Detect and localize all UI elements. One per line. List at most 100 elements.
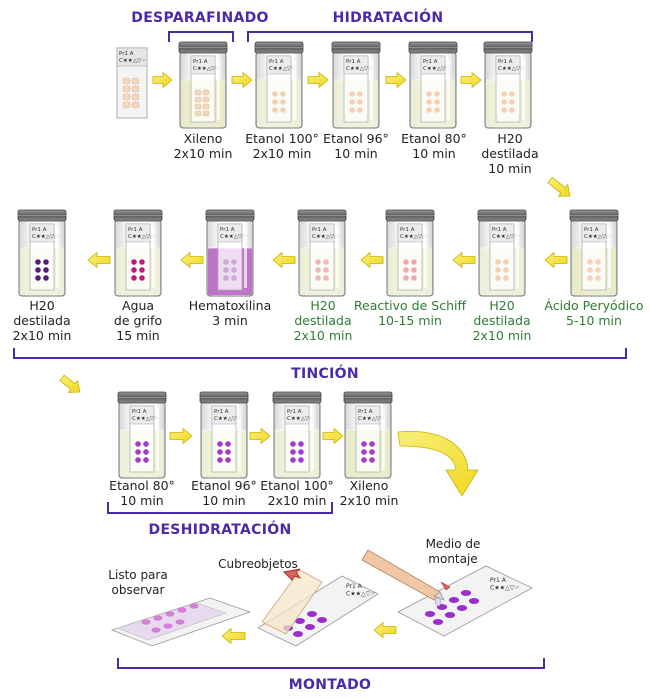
arrow-r1-4 <box>460 71 482 89</box>
svg-text:Pr1 A: Pr1 A <box>358 409 373 415</box>
svg-text:Pr1 A: Pr1 A <box>269 59 284 65</box>
slide-medio-montaje: Pr1 AC★★△▽☞ <box>361 549 533 637</box>
svg-text:Pr1 A: Pr1 A <box>128 227 143 233</box>
svg-text:Pr1 A: Pr1 A <box>492 227 507 233</box>
svg-text:C★★△▽☞: C★★△▽☞ <box>492 234 519 240</box>
bracket-tincion <box>13 348 627 359</box>
svg-text:Pr1 A: Pr1 A <box>498 59 513 65</box>
svg-text:Pr1 A: Pr1 A <box>287 409 302 415</box>
jar-etanol80-2: Pr1 AC★★△▽☞ <box>117 391 167 479</box>
svg-text:C★★△▽☞: C★★△▽☞ <box>346 66 373 72</box>
svg-text:Pr1 A: Pr1 A <box>32 227 47 233</box>
jar-h2o-1: Pr1 AC★★△▽☞ <box>483 41 533 129</box>
loose-slide-paraffin: Pr1 AC★★△▽☞ <box>116 47 148 119</box>
arrow-curved-to-montado <box>397 430 479 497</box>
arrow-r3-2 <box>322 427 344 445</box>
section-title-desparafinado: DESPARAFINADO <box>131 10 269 26</box>
section-title-hidratacion: HIDRATACIÓN <box>332 10 444 26</box>
svg-text:C★★△▽☞: C★★△▽☞ <box>119 58 146 64</box>
jar-etanol96-2: Pr1 AC★★△▽☞ <box>199 391 249 479</box>
svg-text:C★★△▽☞: C★★△▽☞ <box>358 416 385 422</box>
step-label-etanol80-1: Etanol 80°10 min <box>401 131 467 161</box>
svg-text:C★★△▽☞: C★★△▽☞ <box>32 234 59 240</box>
jar-xileno-2: Pr1 AC★★△▽☞ <box>343 391 393 479</box>
step-label-etanol100-2: Etanol 100°2x10 min <box>260 478 334 508</box>
svg-text:C★★△▽☞: C★★△▽☞ <box>193 66 220 72</box>
section-title-deshidratacion: DESHIDRATACIÓN <box>148 522 292 538</box>
arrow-r1-3 <box>385 71 407 89</box>
arrow-m-0 <box>221 627 246 645</box>
svg-text:Pr1 A: Pr1 A <box>423 59 438 65</box>
svg-text:C★★△▽☞: C★★△▽☞ <box>214 416 241 422</box>
callout-cubreobjetos: Cubreobjetos <box>218 557 298 571</box>
svg-text:C★★△▽☞: C★★△▽☞ <box>584 234 611 240</box>
svg-text:C★★△▽☞: C★★△▽☞ <box>312 234 339 240</box>
svg-text:C★★△▽☞: C★★△▽☞ <box>423 66 450 72</box>
svg-text:C★★△▽☞: C★★△▽☞ <box>220 234 247 240</box>
step-label-etanol100-1: Etanol 100°2x10 min <box>245 131 319 161</box>
svg-text:Pr1 A: Pr1 A <box>119 51 134 57</box>
svg-text:C★★△▽☞: C★★△▽☞ <box>346 591 376 598</box>
bracket-desparafinado <box>168 31 234 42</box>
jar-etanol80-1: Pr1 AC★★△▽☞ <box>408 41 458 129</box>
bracket-hidratacion <box>247 31 533 42</box>
svg-text:C★★△▽☞: C★★△▽☞ <box>128 234 155 240</box>
svg-text:Pr1 A: Pr1 A <box>400 227 415 233</box>
arrow-r2-2 <box>360 251 384 269</box>
svg-text:Pr1 A: Pr1 A <box>490 577 507 584</box>
arrow-r2-4 <box>180 251 204 269</box>
svg-text:C★★△▽☞: C★★△▽☞ <box>490 585 520 592</box>
arrow-r2-0 <box>544 251 568 269</box>
svg-text:Pr1 A: Pr1 A <box>346 59 361 65</box>
svg-text:C★★△▽☞: C★★△▽☞ <box>498 66 525 72</box>
svg-text:Pr1 A: Pr1 A <box>346 583 363 590</box>
jar-xileno-1: Pr1 AC★★△▽☞ <box>178 41 228 129</box>
jar-etanol100-1: Pr1 AC★★△▽☞ <box>254 41 304 129</box>
jar-hematoxilina: Pr1 AC★★△▽☞ <box>205 209 255 297</box>
svg-text:C★★△▽☞: C★★△▽☞ <box>132 416 159 422</box>
jar-h2o-schiff: Pr1 AC★★△▽☞ <box>297 209 347 297</box>
svg-text:Pr1 A: Pr1 A <box>312 227 327 233</box>
jar-etanol96-1: Pr1 AC★★△▽☞ <box>331 41 381 129</box>
jar-agua-grifo: Pr1 AC★★△▽☞ <box>113 209 163 297</box>
svg-text:Pr1 A: Pr1 A <box>193 59 208 65</box>
step-label-etanol96-2: Etanol 96°10 min <box>191 478 257 508</box>
arrow-r2-down <box>59 374 81 393</box>
svg-text:C★★△▽☞: C★★△▽☞ <box>400 234 427 240</box>
arrow-r2-5 <box>87 251 111 269</box>
jar-h2o-peryodico: Pr1 AC★★△▽☞ <box>477 209 527 297</box>
bracket-montado <box>117 658 545 669</box>
jar-etanol100-2: Pr1 AC★★△▽☞ <box>272 391 322 479</box>
svg-text:Pr1 A: Pr1 A <box>132 409 147 415</box>
section-title-tincion: TINCIÓN <box>291 366 359 382</box>
arrow-r1-1 <box>231 71 253 89</box>
arrow-r1-2 <box>307 71 329 89</box>
arrow-r1-0 <box>152 71 173 89</box>
arrow-r1-down <box>547 176 571 197</box>
jar-acido-peryodico: Pr1 AC★★△▽☞ <box>569 209 619 297</box>
arrow-r2-3 <box>272 251 296 269</box>
svg-text:Pr1 A: Pr1 A <box>220 227 235 233</box>
svg-text:Pr1 A: Pr1 A <box>584 227 599 233</box>
bracket-deshidratacion <box>107 502 333 514</box>
jar-h2o-final: Pr1 AC★★△▽☞ <box>17 209 67 297</box>
arrow-m-1 <box>373 621 397 639</box>
arrow-r3-1 <box>249 427 271 445</box>
arrow-r3-0 <box>169 427 193 445</box>
section-title-montado: MONTADO <box>288 677 372 693</box>
jar-schiff: Pr1 AC★★△▽☞ <box>385 209 435 297</box>
svg-text:Pr1 A: Pr1 A <box>214 409 229 415</box>
